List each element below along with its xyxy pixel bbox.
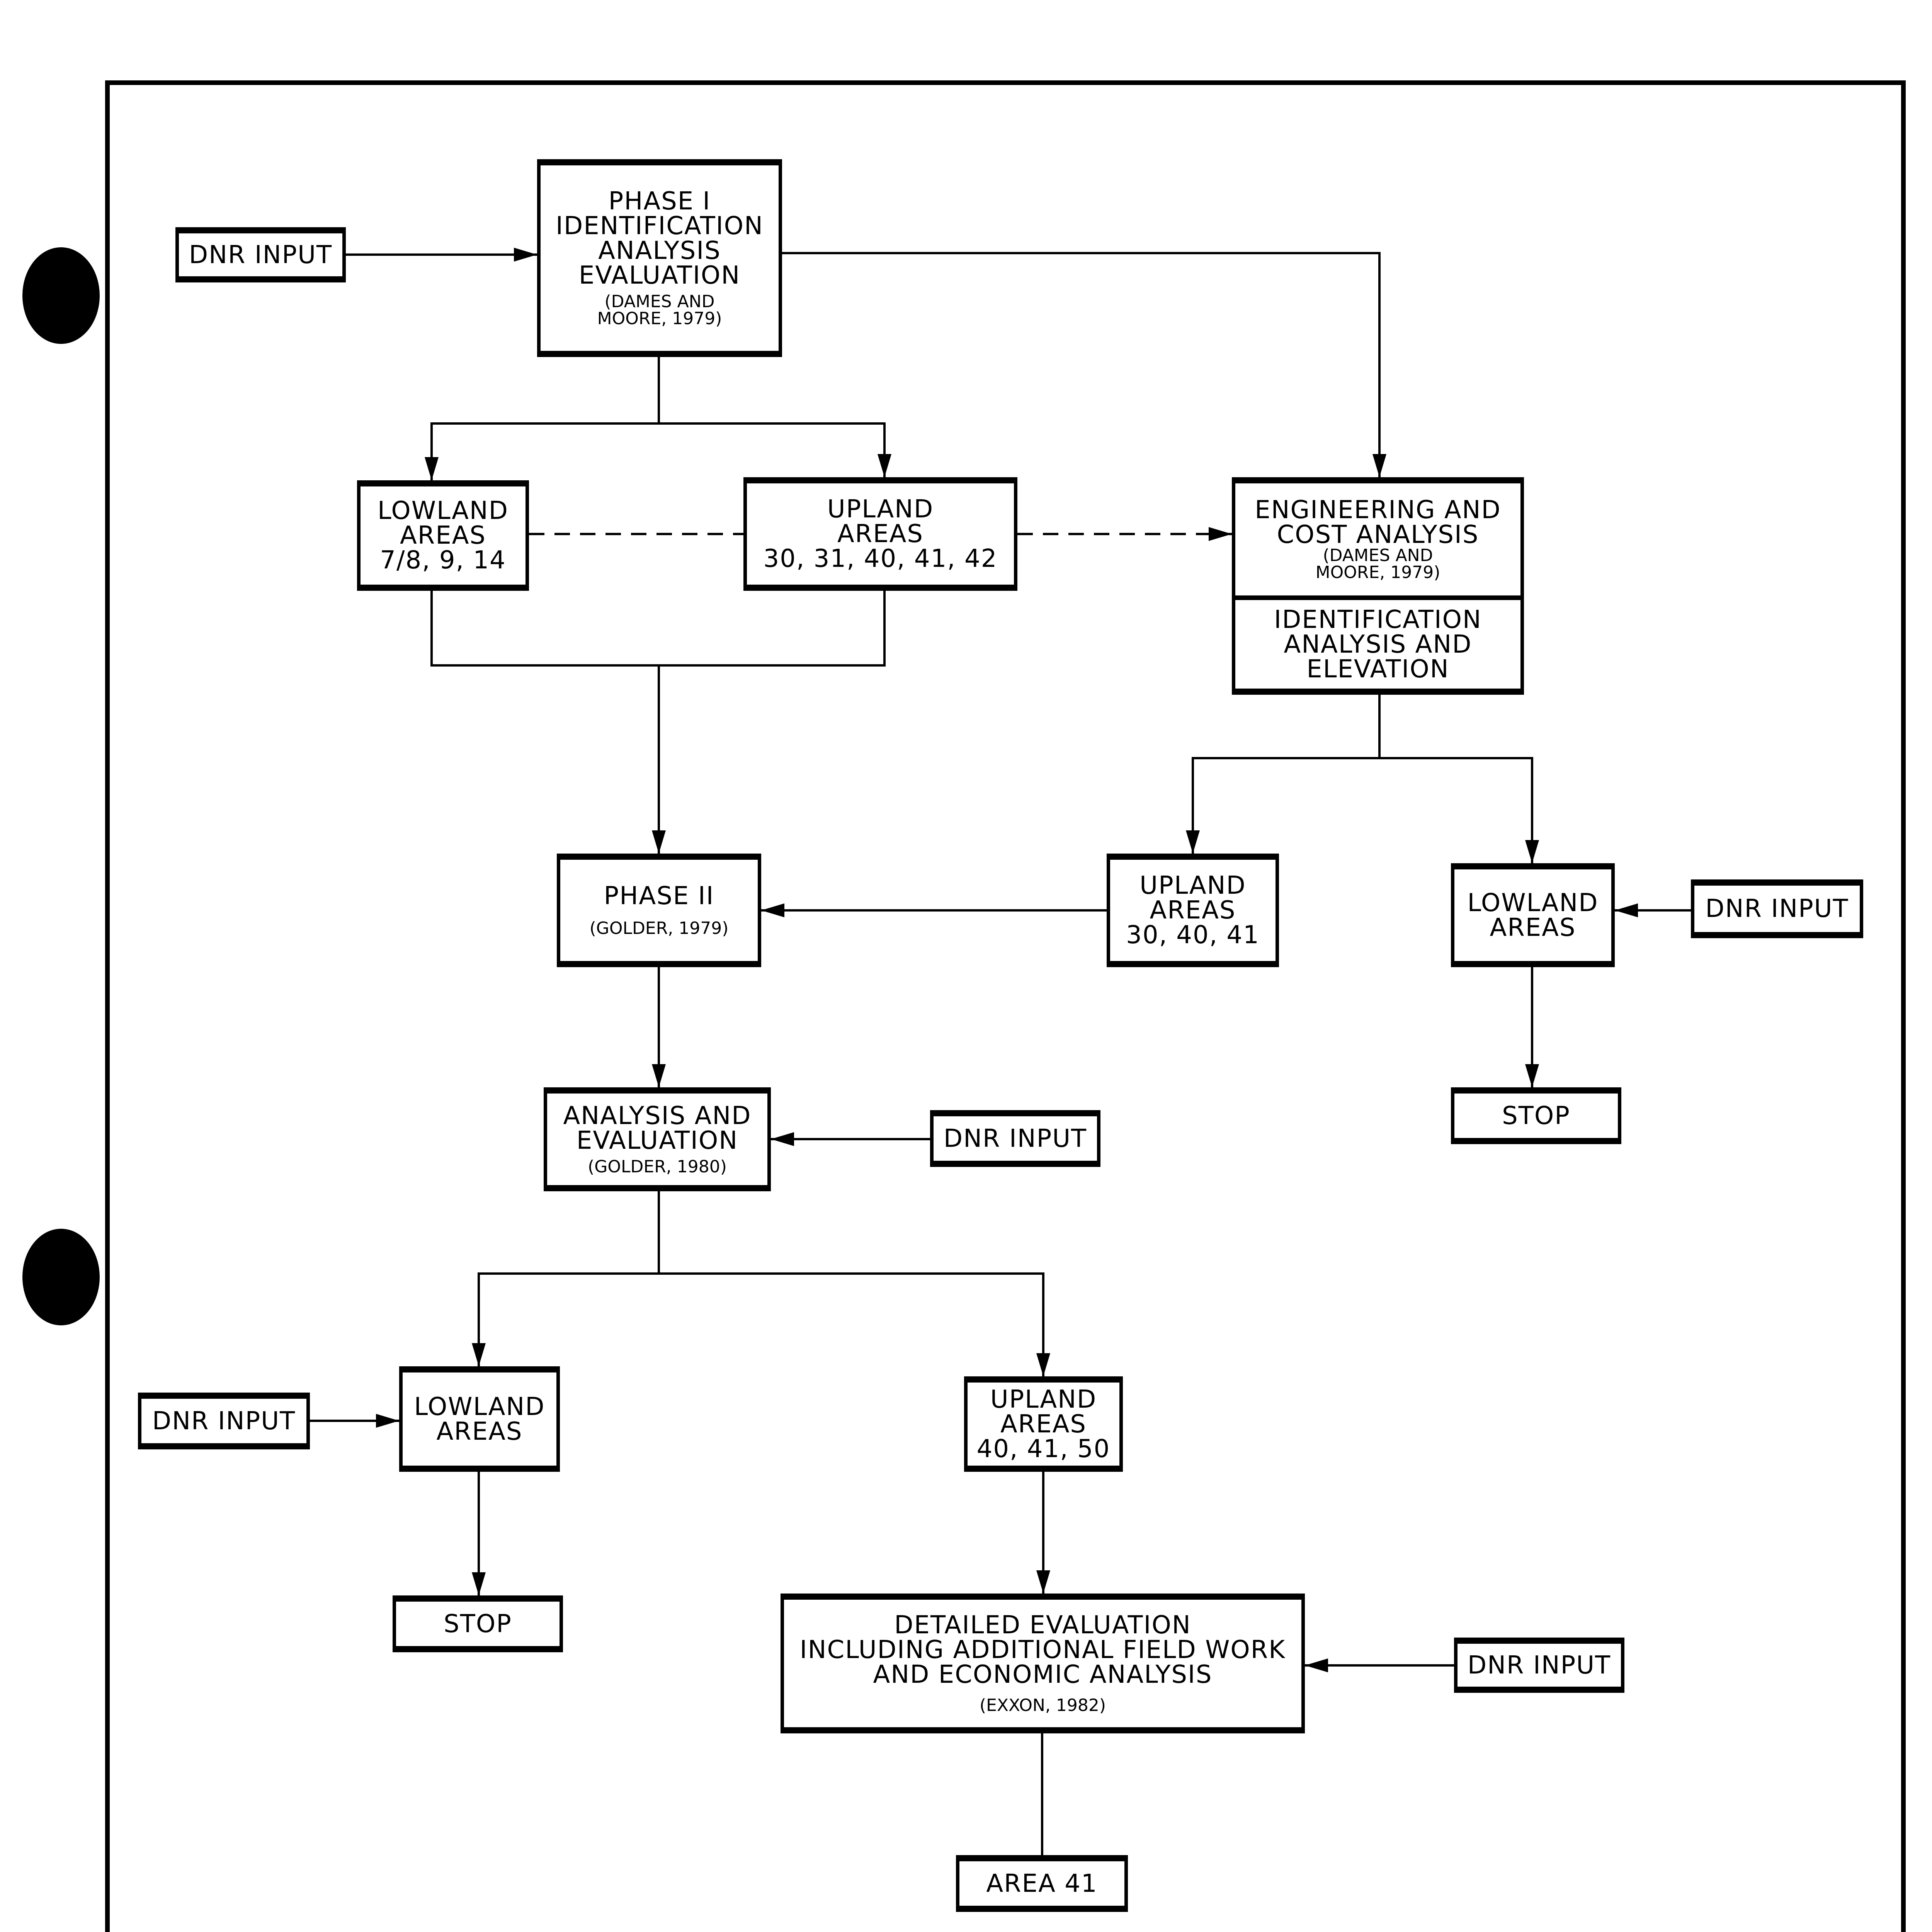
- node-label: AREAS: [400, 521, 486, 550]
- node-label: 30, 31, 40, 41, 42: [763, 544, 998, 573]
- phase2-box: PHASE II (GOLDER, 1979): [557, 854, 761, 967]
- edge-analysis-split-right: [659, 1272, 1044, 1376]
- node-label: EVALUATION: [576, 1126, 738, 1155]
- node-label: DNR INPUT: [152, 1406, 296, 1435]
- dnr-input-bottom-box: DNR INPUT: [1454, 1638, 1624, 1693]
- node-label: COST ANALYSIS: [1277, 520, 1479, 549]
- arrowhead-icon: [376, 1414, 399, 1428]
- area41-box: AREA 41: [956, 1855, 1128, 1912]
- arrowhead-icon: [514, 248, 537, 262]
- node-source: (DAMES AND: [604, 292, 715, 311]
- arrowhead-icon: [771, 1132, 794, 1146]
- edge-phase1-to-lowland1: [430, 357, 660, 480]
- arrowhead-icon: [652, 1064, 666, 1087]
- dnr-input-right-box: DNR INPUT: [1691, 879, 1863, 938]
- node-label: PHASE I: [608, 187, 711, 216]
- arrowhead-icon: [1305, 1658, 1328, 1672]
- edge-engineering-to-lowland2: [1379, 757, 1533, 863]
- dnr-input-top-box: DNR INPUT: [175, 227, 346, 282]
- arrowhead-icon: [425, 457, 439, 480]
- arrowhead-icon: [472, 1343, 486, 1366]
- node-label: DETAILED EVALUATION: [894, 1611, 1191, 1639]
- node-source: (GOLDER, 1979): [589, 918, 729, 938]
- node-label: DNR INPUT: [943, 1124, 1087, 1153]
- stop-left-box: STOP: [393, 1595, 563, 1652]
- arrowhead-icon: [1036, 1570, 1050, 1594]
- node-source: (EXXON, 1982): [979, 1696, 1106, 1715]
- node-label: UPLAND: [990, 1385, 1097, 1414]
- edge-phase1-to-engineering: [782, 252, 1381, 477]
- upland1-box: UPLAND AREAS 30, 31, 40, 41, 42: [743, 477, 1017, 591]
- node-label: LOWLAND: [1467, 888, 1599, 917]
- node-label: ELEVATION: [1306, 655, 1449, 684]
- node-label: ANALYSIS AND: [1284, 630, 1472, 659]
- node-label: EVALUATION: [578, 261, 741, 290]
- node-label: PHASE II: [604, 882, 714, 910]
- edge-phase1-to-upland1: [659, 422, 886, 477]
- node-label: LOWLAND: [377, 497, 509, 525]
- engineering-cost-section: ENGINEERING AND COST ANALYSIS (DAMES AND…: [1235, 483, 1520, 600]
- upland2-box: UPLAND AREAS 30, 40, 41: [1107, 854, 1279, 967]
- node-label: LOWLAND: [414, 1392, 545, 1421]
- edge-analysis-split-left: [478, 1191, 660, 1366]
- edge-engineering-split: [1192, 695, 1381, 854]
- node-label: INCLUDING ADDITIONAL FIELD WORK: [799, 1636, 1286, 1664]
- drawing-border: [105, 80, 1906, 1932]
- node-label: AREAS: [1000, 1410, 1087, 1439]
- node-label: ANALYSIS AND: [563, 1101, 752, 1130]
- arrowhead-icon: [652, 830, 666, 854]
- node-label: IDENTIFICATION: [556, 212, 764, 240]
- node-label: UPLAND: [1139, 871, 1246, 900]
- node-label: DNR INPUT: [1467, 1651, 1611, 1680]
- hole-punch-top: [22, 247, 100, 344]
- arrowhead-icon: [1186, 830, 1200, 854]
- hole-punch-middle: [22, 1229, 100, 1325]
- stop-right-box: STOP: [1451, 1087, 1621, 1144]
- node-label: UPLAND: [827, 495, 934, 524]
- node-label: ENGINEERING AND: [1255, 496, 1501, 524]
- lowland3-box: LOWLAND AREAS: [399, 1366, 560, 1472]
- dnr-input-mid-box: DNR INPUT: [930, 1110, 1100, 1167]
- node-label: AREAS: [436, 1417, 523, 1446]
- node-label: AREAS: [1490, 913, 1576, 942]
- lowland2-box: LOWLAND AREAS: [1451, 863, 1615, 967]
- analysis-evaluation-box: ANALYSIS AND EVALUATION (GOLDER, 1980): [544, 1087, 771, 1191]
- arrowhead-icon: [1209, 527, 1232, 541]
- identification-section: IDENTIFICATION ANALYSIS AND ELEVATION: [1235, 600, 1520, 689]
- lowland1-box: LOWLAND AREAS 7/8, 9, 14: [357, 480, 529, 591]
- node-label: DNR INPUT: [1705, 895, 1849, 923]
- node-label: IDENTIFICATION: [1274, 605, 1482, 634]
- node-label: AREA 41: [986, 1869, 1098, 1898]
- arrowhead-icon: [761, 903, 784, 917]
- node-label: DNR INPUT: [189, 240, 333, 269]
- node-source: MOORE, 1979): [597, 309, 722, 328]
- phase1-box: PHASE I IDENTIFICATION ANALYSIS EVALUATI…: [537, 159, 782, 357]
- node-label: 7/8, 9, 14: [380, 546, 506, 575]
- edge-lowland1-upland1-merge: [430, 591, 886, 667]
- arrowhead-icon: [472, 1572, 486, 1595]
- arrowhead-icon: [1525, 1064, 1539, 1087]
- dnr-input-left-box: DNR INPUT: [138, 1393, 310, 1449]
- arrowhead-icon: [1036, 1353, 1050, 1376]
- node-label: AREAS: [1150, 896, 1236, 925]
- arrowhead-icon: [878, 454, 891, 477]
- detailed-evaluation-box: DETAILED EVALUATION INCLUDING ADDITIONAL…: [781, 1594, 1305, 1733]
- node-label: AREAS: [837, 520, 924, 548]
- node-label: 30, 40, 41: [1126, 921, 1260, 949]
- node-label: ANALYSIS: [598, 236, 721, 265]
- engineering-box: ENGINEERING AND COST ANALYSIS (DAMES AND…: [1232, 477, 1524, 695]
- arrowhead-icon: [1615, 903, 1638, 917]
- node-source: (DAMES AND: [1323, 546, 1433, 565]
- node-label: AND ECONOMIC ANALYSIS: [873, 1660, 1213, 1689]
- node-source: (GOLDER, 1980): [588, 1156, 727, 1177]
- node-source: MOORE, 1979): [1315, 563, 1440, 582]
- node-label: 40, 41, 50: [976, 1434, 1111, 1463]
- node-label: STOP: [444, 1609, 512, 1638]
- arrowhead-icon: [1525, 840, 1539, 863]
- upland3-box: UPLAND AREAS 40, 41, 50: [964, 1376, 1123, 1472]
- arrowhead-icon: [1372, 454, 1386, 477]
- node-label: STOP: [1502, 1101, 1570, 1130]
